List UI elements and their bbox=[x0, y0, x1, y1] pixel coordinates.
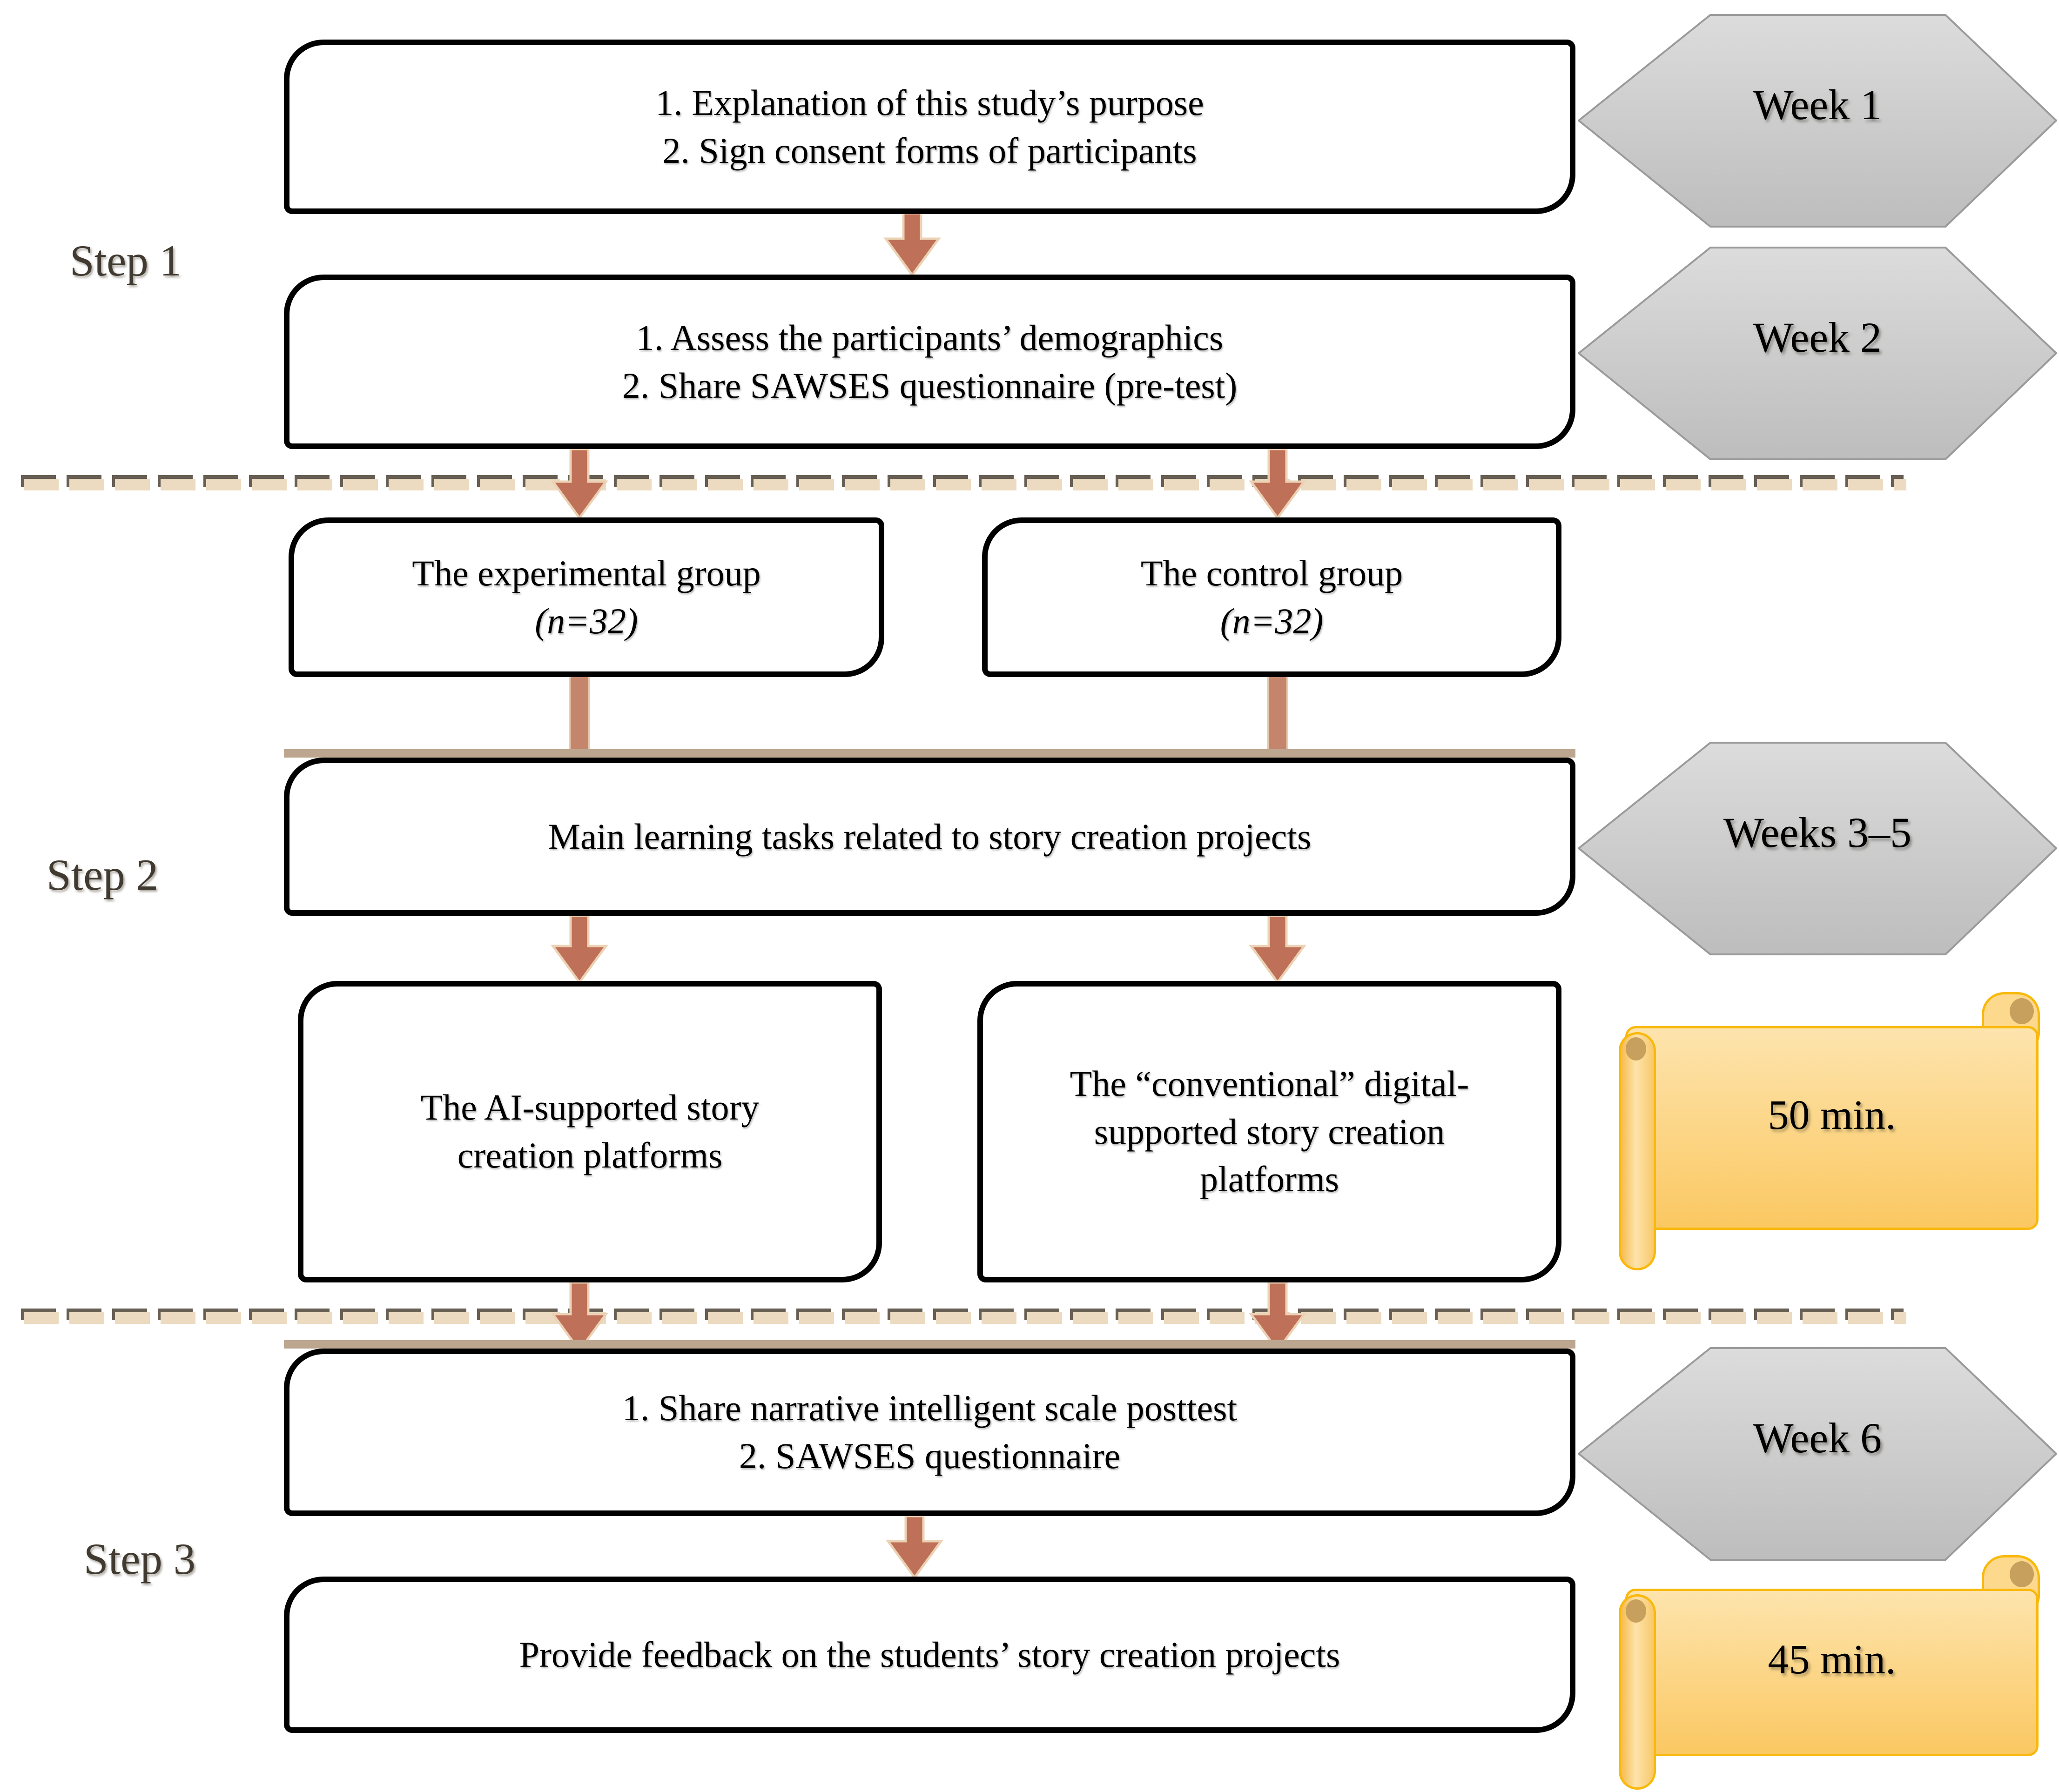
box-line: (n=32) bbox=[535, 600, 638, 641]
duration-50min-scroll: 50 min. bbox=[1619, 992, 2045, 1270]
box-line: The control group bbox=[1140, 552, 1403, 593]
step2-step3-divider bbox=[21, 1309, 1906, 1324]
step1-step2-divider bbox=[21, 475, 1906, 490]
box-line: 2. Sign consent forms of participants bbox=[662, 130, 1197, 171]
box-line: 1. Assess the participants’ demographics bbox=[636, 317, 1224, 358]
week2-hexagon: Week 2 bbox=[1578, 246, 2057, 461]
week1-label: Week 1 bbox=[1753, 81, 1882, 128]
week2-label: Week 2 bbox=[1753, 313, 1882, 361]
step-3-label: Step 3 bbox=[83, 1534, 196, 1584]
box-line: platforms bbox=[1200, 1159, 1339, 1200]
connector-experimental-to-main bbox=[569, 677, 590, 761]
box-line: The experimental group bbox=[412, 552, 761, 593]
step-2-label: Step 2 bbox=[46, 850, 159, 899]
box-line: 2. SAWSES questionnaire bbox=[739, 1436, 1121, 1476]
scroll-roll-icon bbox=[1619, 1594, 1656, 1790]
posttest-box: 1. Share narrative intelligent scale pos… bbox=[284, 1340, 1575, 1516]
box-line: 1. Explanation of this study’s purpose bbox=[655, 82, 1204, 123]
down-arrow-to-ai-platforms bbox=[551, 914, 608, 985]
duration-50min-label: 50 min. bbox=[1768, 1092, 1896, 1138]
ai-platforms-box: The AI-supported story creation platform… bbox=[298, 981, 882, 1282]
hexagon-shape bbox=[1578, 247, 2057, 460]
weeks-3-5-label: Weeks 3–5 bbox=[1723, 808, 1911, 856]
down-arrow-to-control-group bbox=[1249, 448, 1306, 520]
box-line: The AI-supported story bbox=[420, 1087, 760, 1128]
conventional-platforms-box: The “conventional” digital- supported st… bbox=[977, 981, 1561, 1282]
week6-hexagon: Week 6 bbox=[1578, 1346, 2057, 1562]
weeks-3-5-hexagon: Weeks 3–5 bbox=[1578, 741, 2057, 956]
box-line: 2. Share SAWSES questionnaire (pre-test) bbox=[622, 365, 1238, 406]
connector-control-to-main bbox=[1267, 677, 1288, 761]
scroll-roll-icon bbox=[1619, 1032, 1656, 1270]
box-line: (n=32) bbox=[1220, 600, 1324, 641]
box-line: Main learning tasks related to story cre… bbox=[548, 816, 1312, 857]
week6-label: Week 6 bbox=[1753, 1414, 1882, 1462]
hexagon-shape bbox=[1578, 1347, 2057, 1561]
duration-45min-body: 45 min. bbox=[1625, 1589, 2039, 1756]
step-1-label: Step 1 bbox=[69, 236, 182, 285]
down-arrow-to-experimental-group bbox=[551, 448, 608, 520]
pretest-box: 1. Assess the participants’ demographics… bbox=[284, 275, 1575, 449]
hexagon-shape bbox=[1578, 742, 2057, 955]
feedback-box: Provide feedback on the students’ story … bbox=[284, 1577, 1575, 1733]
control-group-box: The control group (n=32) bbox=[982, 517, 1561, 677]
box-line: supported story creation bbox=[1094, 1111, 1445, 1152]
down-arrow-posttest-to-feedback bbox=[886, 1515, 943, 1580]
down-arrow-to-conventional-platforms bbox=[1249, 914, 1306, 985]
down-arrow-ai-to-posttest bbox=[551, 1281, 608, 1353]
box-line: creation platforms bbox=[457, 1135, 723, 1175]
box-line: The “conventional” digital- bbox=[1070, 1063, 1469, 1104]
duration-50min-body: 50 min. bbox=[1625, 1026, 2039, 1230]
consent-box: 1. Explanation of this study’s purpose 2… bbox=[284, 40, 1575, 214]
main-tasks-box: Main learning tasks related to story cre… bbox=[284, 749, 1575, 916]
box-line: 1. Share narrative intelligent scale pos… bbox=[622, 1388, 1238, 1429]
hexagon-shape bbox=[1578, 14, 2057, 228]
down-arrow-conventional-to-posttest bbox=[1249, 1281, 1306, 1353]
box-line: Provide feedback on the students’ story … bbox=[519, 1634, 1340, 1675]
week1-hexagon: Week 1 bbox=[1578, 13, 2057, 228]
experimental-group-box: The experimental group (n=32) bbox=[289, 517, 884, 677]
duration-45min-label: 45 min. bbox=[1768, 1637, 1896, 1683]
duration-45min-scroll: 45 min. bbox=[1619, 1555, 2045, 1790]
down-arrow-consent-to-pretest bbox=[883, 212, 941, 277]
